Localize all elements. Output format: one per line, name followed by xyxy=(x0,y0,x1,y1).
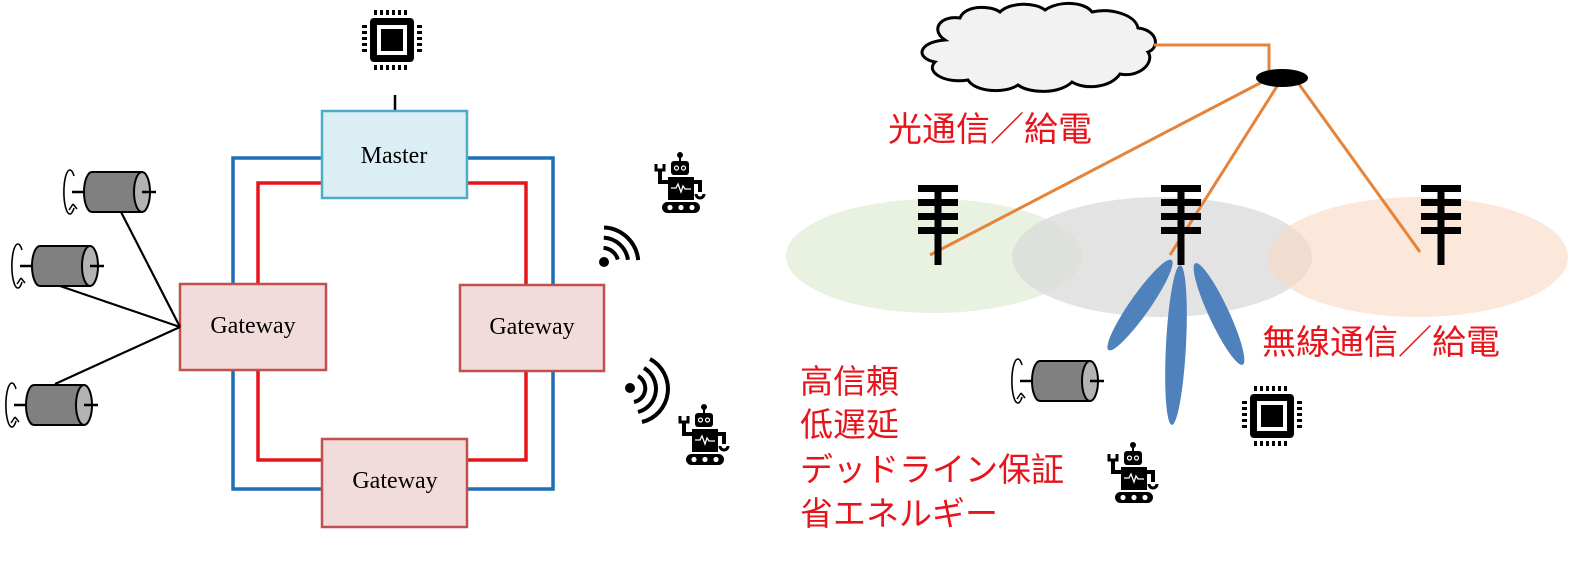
motor-link xyxy=(119,209,181,328)
beam xyxy=(1107,259,1173,351)
gateway-label: Gateway xyxy=(210,313,295,339)
motor-icon xyxy=(1010,357,1106,405)
optical-label: 光通信／給電 xyxy=(888,110,1092,150)
coverage-cell-gray xyxy=(1012,197,1312,317)
motor-icon xyxy=(10,242,106,290)
robot-icon xyxy=(678,402,730,467)
fiber-links xyxy=(929,43,1422,257)
wireless-beams xyxy=(1107,259,1245,425)
motor-link xyxy=(59,284,181,329)
cloud-icon xyxy=(920,2,1157,93)
requirements-list: 高信頼 低遅延 デッドライン保証 省エネルギー xyxy=(800,362,1064,533)
wireless-label: 無線通信／給電 xyxy=(1262,323,1500,363)
wireless-signal-icon xyxy=(625,357,670,424)
requirement-item: 高信頼 xyxy=(800,362,899,401)
master-label: Master xyxy=(361,143,428,169)
right-network-diagram: 光通信／給電 無線通信／給電 高信頼 低遅延 デッドライン保証 省エネルギー xyxy=(786,2,1568,533)
beam xyxy=(1193,263,1245,365)
requirement-item: 低遅延 xyxy=(800,405,899,444)
requirement-item: デッドライン保証 xyxy=(800,450,1064,489)
robot-icon xyxy=(1107,440,1159,505)
gateway-node-bottom[interactable]: Gateway xyxy=(320,437,469,529)
master-node[interactable]: Master xyxy=(320,109,469,200)
coverage-cell-orange xyxy=(1268,197,1568,317)
chip-icon xyxy=(1242,386,1302,446)
splitter-node xyxy=(1256,69,1308,87)
wireless-signal-icon xyxy=(599,225,641,267)
motor-icon xyxy=(4,381,100,429)
gateway-label: Gateway xyxy=(489,314,574,340)
left-network-diagram: Master Gateway Gateway Gateway xyxy=(4,10,730,529)
motor-icon xyxy=(62,168,158,216)
gateway-node-left[interactable]: Gateway xyxy=(178,282,328,372)
robot-icon xyxy=(654,150,706,215)
beam xyxy=(1165,265,1187,425)
motor-link xyxy=(54,325,181,386)
gateway-node-right[interactable]: Gateway xyxy=(458,283,606,373)
gateway-label: Gateway xyxy=(352,468,437,494)
coverage-cell-green xyxy=(786,199,1082,313)
controller-chip-icon xyxy=(362,10,422,70)
requirement-item: 省エネルギー xyxy=(800,494,998,533)
